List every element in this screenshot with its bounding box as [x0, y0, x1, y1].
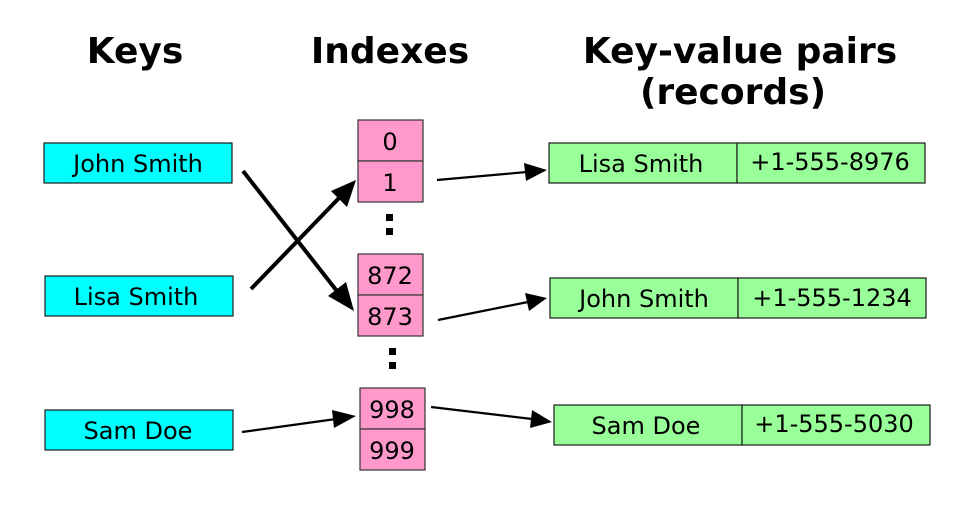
arrow-873-to-john-smith-record [437, 293, 547, 322]
arrow-1-to-lisa-smith-record [436, 163, 547, 182]
arrow-998-to-sam-doe-record [430, 405, 552, 428]
record-phone: +1-555-1234 [752, 284, 912, 312]
key-lisa-smith: Lisa Smith [44, 275, 234, 317]
key-john-smith: John Smith [43, 142, 233, 184]
record-name: John Smith [577, 285, 709, 313]
index-bucket-873: 873 [357, 294, 424, 337]
ellipsis-upper [386, 214, 393, 235]
key-sam-doe: Sam Doe [44, 409, 234, 451]
record-john-smith: John Smith +1-555-1234 [549, 277, 927, 319]
record-lisa-smith: Lisa Smith +1-555-8976 [548, 142, 926, 184]
index-label: 0 [382, 128, 397, 156]
key-label: Lisa Smith [74, 283, 199, 311]
index-label: 873 [367, 303, 413, 331]
records-heading-line2: (records) [640, 72, 826, 113]
index-label: 1 [382, 169, 397, 197]
arrow-lisa-smith-to-1 [249, 180, 356, 291]
arrow-sam-doe-to-998 [241, 410, 356, 434]
index-label: 998 [369, 396, 415, 424]
record-phone: +1-555-5030 [754, 410, 914, 438]
index-label: 999 [369, 437, 415, 465]
indexes-heading: Indexes [311, 31, 469, 72]
index-bucket-998: 998 [359, 387, 426, 430]
key-label: Sam Doe [84, 417, 193, 445]
index-label: 872 [367, 262, 413, 290]
record-sam-doe: Sam Doe +1-555-5030 [553, 404, 931, 446]
ellipsis-lower [389, 348, 396, 369]
records-heading-line1: Key-value pairs [583, 31, 897, 72]
record-phone: +1-555-8976 [750, 148, 910, 176]
record-name: Lisa Smith [579, 150, 704, 178]
index-bucket-0: 0 [357, 119, 424, 162]
index-bucket-999: 999 [359, 428, 426, 471]
key-label: John Smith [71, 150, 203, 178]
index-bucket-1: 1 [357, 160, 424, 203]
keys-heading: Keys [87, 31, 184, 72]
index-bucket-872: 872 [357, 253, 424, 296]
arrow-john-smith-to-873 [241, 169, 354, 311]
record-name: Sam Doe [592, 412, 701, 440]
